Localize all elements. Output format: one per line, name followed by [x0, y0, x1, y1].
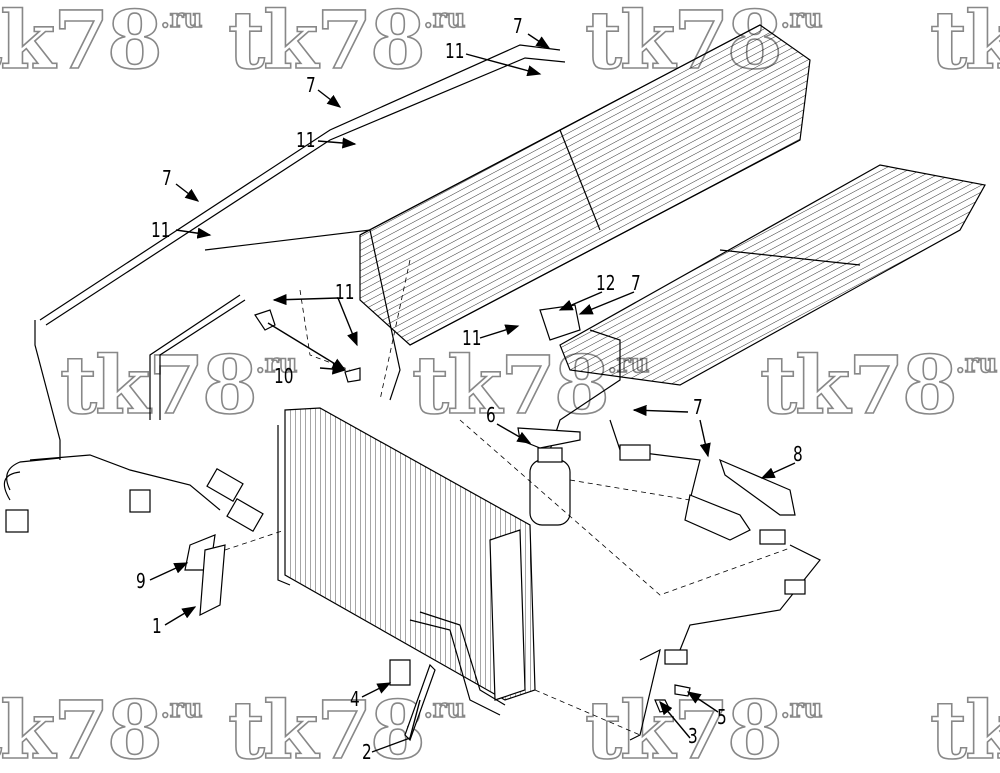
small-parts	[5, 444, 806, 665]
callout-4: 4	[350, 687, 360, 711]
watermark: tk78.ru	[59, 338, 298, 432]
callout-7: 7	[513, 14, 523, 38]
callout-7: 7	[631, 271, 641, 295]
evaporator-coil-lower	[559, 164, 986, 386]
filter	[684, 494, 751, 541]
callout-8: 8	[793, 442, 803, 466]
watermark: tk78.ru	[929, 0, 1000, 87]
callout-11: 11	[335, 280, 355, 304]
leader-line-2	[371, 699, 421, 753]
callout-2: 2	[362, 740, 372, 764]
callout-7: 7	[693, 395, 703, 419]
callout-6: 6	[486, 403, 496, 427]
receiver-drier	[529, 447, 571, 526]
callout-11: 11	[445, 39, 465, 63]
callout-11: 11	[462, 326, 482, 350]
watermark: tk78.ru	[0, 0, 203, 87]
leader-arrows	[149, 33, 796, 739]
callout-11: 11	[296, 128, 316, 152]
watermark: tk78.ru	[0, 683, 203, 773]
callout-3: 3	[688, 724, 698, 748]
watermark: tk78.ru	[929, 683, 1000, 773]
callout-5: 5	[717, 705, 727, 729]
watermark: tk78.ru	[759, 338, 998, 432]
callout-11: 11	[151, 218, 171, 242]
callout-10: 10	[274, 364, 294, 388]
callout-7: 7	[306, 73, 316, 97]
watermark: tk78.ru	[227, 683, 466, 773]
callout-1: 1	[152, 614, 162, 638]
callout-12: 12	[596, 271, 616, 295]
callout-9: 9	[136, 569, 146, 593]
watermark: tk78.ru	[227, 0, 466, 87]
callout-7: 7	[162, 166, 172, 190]
evaporator-coil-upper	[359, 24, 811, 346]
condenser	[277, 407, 536, 716]
